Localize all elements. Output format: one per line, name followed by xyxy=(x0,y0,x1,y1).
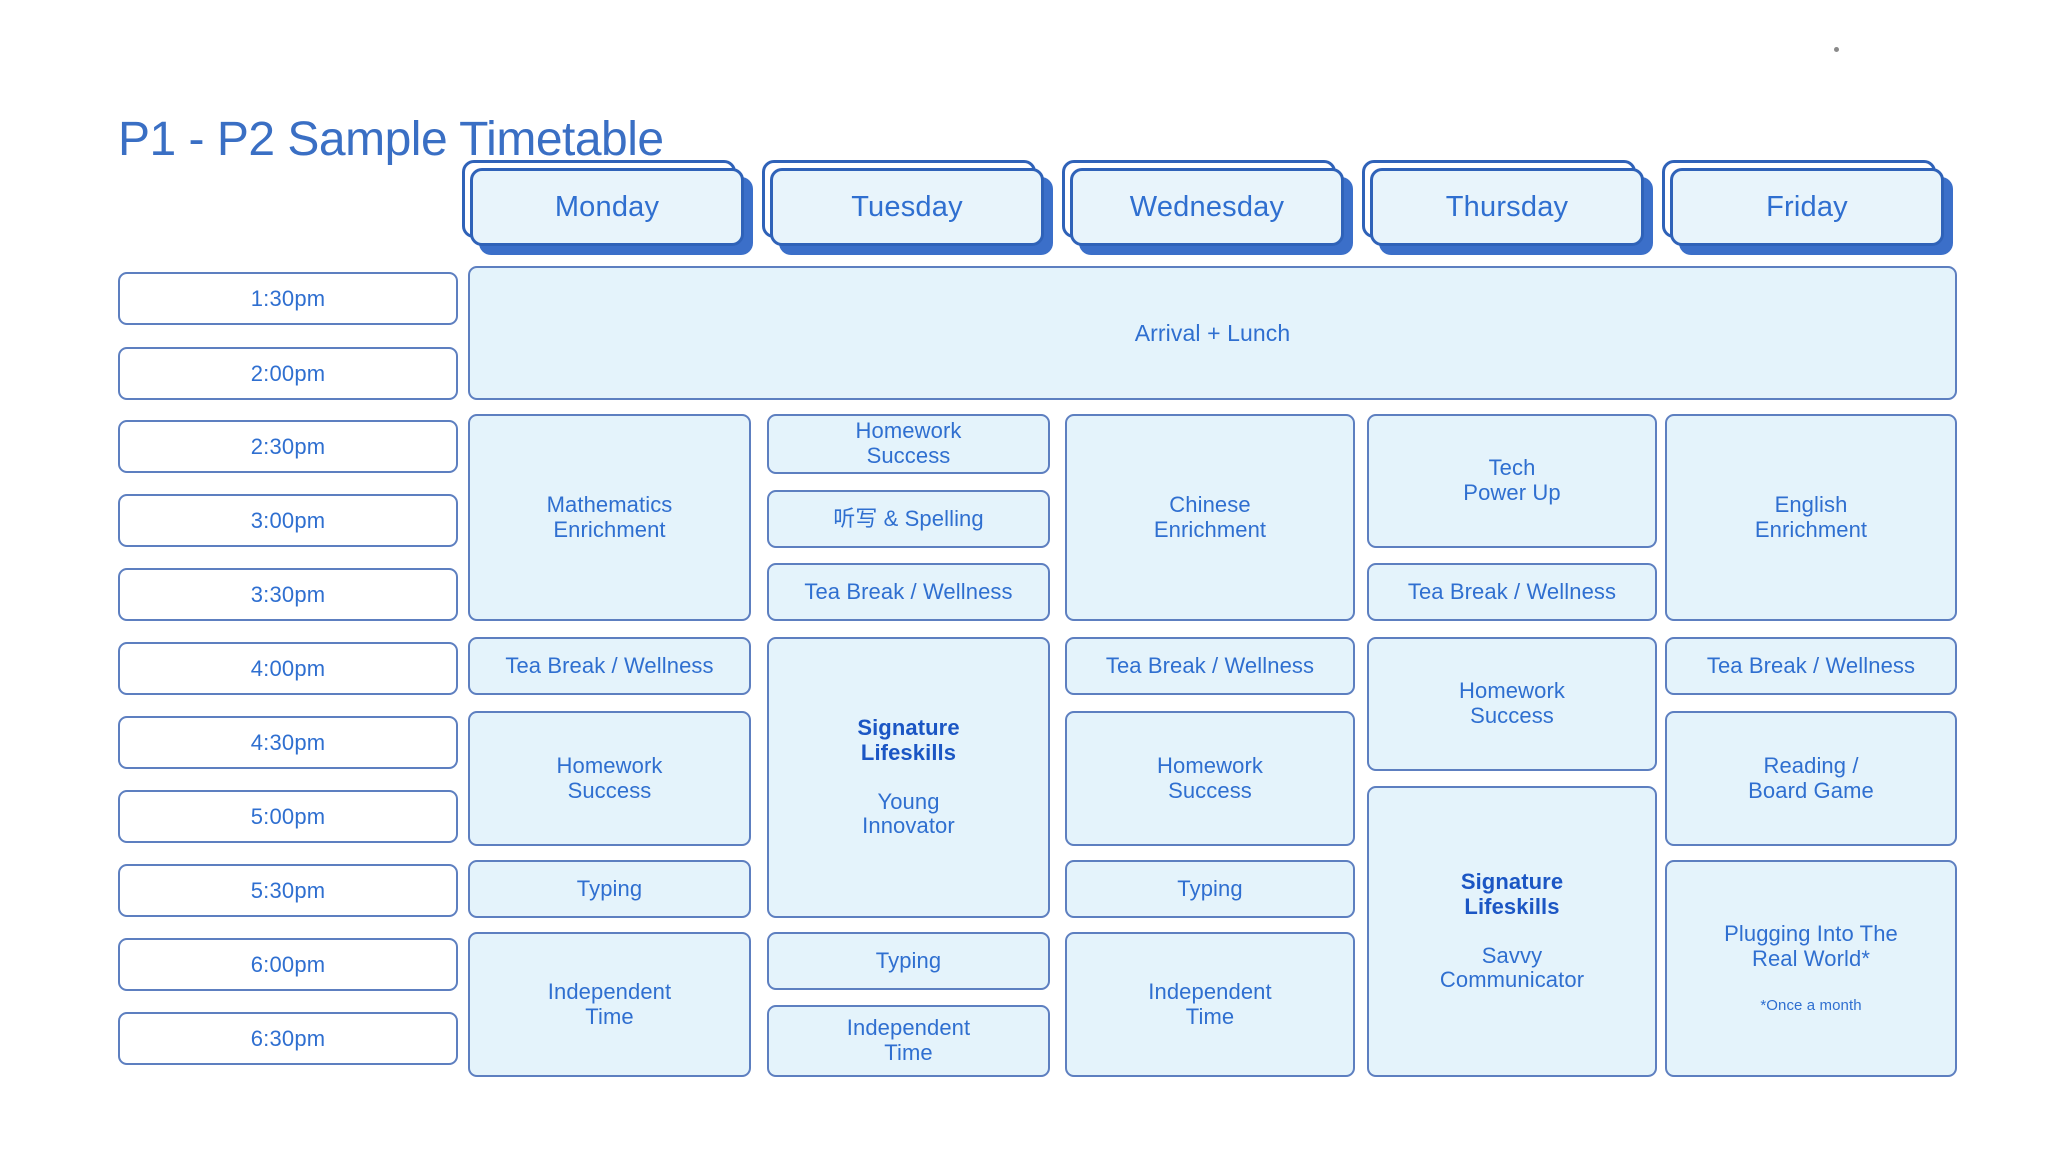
time-slot-4-30pm: 4:30pm xyxy=(118,716,458,769)
time-slot-6-30pm: 6:30pm xyxy=(118,1012,458,1065)
cell-label: Tea Break / Wellness xyxy=(1706,652,1916,678)
cell-tuesday-signature-lifeskills[interactable]: Signature Lifeskills Young Innovator xyxy=(767,637,1050,918)
page-title: P1 - P2 Sample Timetable xyxy=(118,113,664,167)
day-header-thursday[interactable]: Thursday xyxy=(1362,160,1653,255)
cell-label: Typing xyxy=(576,875,643,901)
time-slot-label: 4:30pm xyxy=(250,729,326,755)
cell-wednesday-chinese-enrichment[interactable]: Chinese Enrichment xyxy=(1065,414,1355,621)
cell-wednesday-independent-time[interactable]: Independent Time xyxy=(1065,932,1355,1077)
time-slot-label: 2:30pm xyxy=(250,433,326,459)
cell-arrival-lunch[interactable]: Arrival + Lunch xyxy=(468,266,1957,400)
cell-label: Tea Break / Wellness xyxy=(505,652,714,678)
cell-monday-tea-break-wellness[interactable]: Tea Break / Wellness xyxy=(468,637,751,695)
cell-friday-reading-board-game[interactable]: Reading / Board Game xyxy=(1665,711,1957,846)
cell-wednesday-tea-break-wellness[interactable]: Tea Break / Wellness xyxy=(1065,637,1355,695)
day-header-card: Friday xyxy=(1670,168,1944,246)
day-header-label: Friday xyxy=(1766,190,1848,223)
cell-friday-plugging-into-the-real-world[interactable]: Plugging Into The Real World* *Once a mo… xyxy=(1665,860,1957,1077)
cell-monday-mathematics-enrichment[interactable]: Mathematics Enrichment xyxy=(468,414,751,621)
dot-artifact xyxy=(1834,47,1839,52)
cell-label: Homework Success xyxy=(1459,678,1565,728)
cell-monday-homework-success[interactable]: Homework Success xyxy=(468,711,751,846)
cell-thursday-homework-success[interactable]: Homework Success xyxy=(1367,637,1657,771)
cell-tuesday-independent-time[interactable]: Independent Time xyxy=(767,1005,1050,1077)
day-header-label: Wednesday xyxy=(1129,190,1285,223)
time-slot-label: 3:30pm xyxy=(250,581,326,607)
cell-tuesday-homework-success[interactable]: Homework Success xyxy=(767,414,1050,474)
cell-label: Signature Lifeskills xyxy=(1460,868,1564,919)
cell-tuesday-spelling[interactable]: 听写 & Spelling xyxy=(767,490,1050,548)
cell-label: Reading / Board Game xyxy=(1748,752,1874,803)
cell-label: Typing xyxy=(875,947,942,973)
cell-sublabel: Young Innovator xyxy=(862,788,955,839)
time-slot-3-00pm: 3:00pm xyxy=(118,494,458,547)
cell-thursday-tea-break-wellness[interactable]: Tea Break / Wellness xyxy=(1367,563,1657,621)
cell-label: Plugging Into The Real World* xyxy=(1724,921,1898,972)
time-slot-label: 3:00pm xyxy=(250,507,326,533)
time-slot-2-30pm: 2:30pm xyxy=(118,420,458,473)
cell-label: Homework Success xyxy=(1157,752,1263,803)
time-slot-label: 4:00pm xyxy=(250,655,326,681)
cell-wednesday-typing[interactable]: Typing xyxy=(1065,860,1355,918)
cell-label: Tea Break / Wellness xyxy=(804,578,1013,604)
cell-friday-english-enrichment[interactable]: English Enrichment xyxy=(1665,414,1957,621)
cell-label: Mathematics Enrichment xyxy=(546,491,673,542)
cell-label: Typing xyxy=(1177,875,1243,901)
day-header-monday[interactable]: Monday xyxy=(462,160,753,255)
day-header-label: Tuesday xyxy=(851,190,963,223)
cell-label: Independent Time xyxy=(1148,978,1272,1029)
day-header-wednesday[interactable]: Wednesday xyxy=(1062,160,1353,255)
day-header-card: Tuesday xyxy=(770,168,1044,246)
cell-label: Independent Time xyxy=(846,1015,971,1065)
cell-label: Homework Success xyxy=(855,418,962,468)
cell-thursday-tech-power-up[interactable]: Tech Power Up xyxy=(1367,414,1657,548)
day-header-card: Thursday xyxy=(1370,168,1644,246)
cell-friday-tea-break-wellness[interactable]: Tea Break / Wellness xyxy=(1665,637,1957,695)
cell-label: Tea Break / Wellness xyxy=(1407,578,1617,604)
cell-label: English Enrichment xyxy=(1754,491,1868,542)
time-slot-1-30pm: 1:30pm xyxy=(118,272,458,325)
day-header-tuesday[interactable]: Tuesday xyxy=(762,160,1053,255)
cell-label: Tech Power Up xyxy=(1463,455,1561,505)
cell-label: Homework Success xyxy=(556,752,663,803)
time-slot-3-30pm: 3:30pm xyxy=(118,568,458,621)
time-slot-label: 6:30pm xyxy=(250,1025,326,1051)
time-slot-6-00pm: 6:00pm xyxy=(118,938,458,991)
cell-label: 听写 & Spelling xyxy=(833,505,984,531)
cell-label: Signature Lifeskills xyxy=(857,714,960,765)
day-header-label: Monday xyxy=(554,190,660,223)
time-slot-label: 1:30pm xyxy=(250,285,326,311)
day-header-card: Wednesday xyxy=(1070,168,1344,246)
day-header-friday[interactable]: Friday xyxy=(1662,160,1953,255)
time-slot-label: 5:30pm xyxy=(250,877,326,903)
cell-label: Arrival + Lunch xyxy=(1134,320,1291,346)
time-slot-5-30pm: 5:30pm xyxy=(118,864,458,917)
cell-footnote: *Once a month xyxy=(1760,996,1862,1014)
day-header-card: Monday xyxy=(470,168,744,246)
cell-wednesday-homework-success[interactable]: Homework Success xyxy=(1065,711,1355,846)
cell-tuesday-tea-break-wellness[interactable]: Tea Break / Wellness xyxy=(767,563,1050,621)
cell-monday-independent-time[interactable]: Independent Time xyxy=(468,932,751,1077)
time-slot-label: 6:00pm xyxy=(250,951,326,977)
cell-label: Chinese Enrichment xyxy=(1153,491,1267,542)
time-slot-4-00pm: 4:00pm xyxy=(118,642,458,695)
day-header-label: Thursday xyxy=(1445,190,1569,223)
cell-tuesday-typing[interactable]: Typing xyxy=(767,932,1050,990)
time-slot-5-00pm: 5:00pm xyxy=(118,790,458,843)
time-slot-label: 2:00pm xyxy=(250,360,326,386)
cell-label: Tea Break / Wellness xyxy=(1105,652,1315,678)
cell-monday-typing[interactable]: Typing xyxy=(468,860,751,918)
time-slot-label: 5:00pm xyxy=(250,803,326,829)
cell-label: Independent Time xyxy=(547,978,672,1029)
cell-thursday-signature-lifeskills[interactable]: Signature Lifeskills Savvy Communicator xyxy=(1367,786,1657,1077)
cell-sublabel: Savvy Communicator xyxy=(1439,942,1585,993)
time-slot-2-00pm: 2:00pm xyxy=(118,347,458,400)
